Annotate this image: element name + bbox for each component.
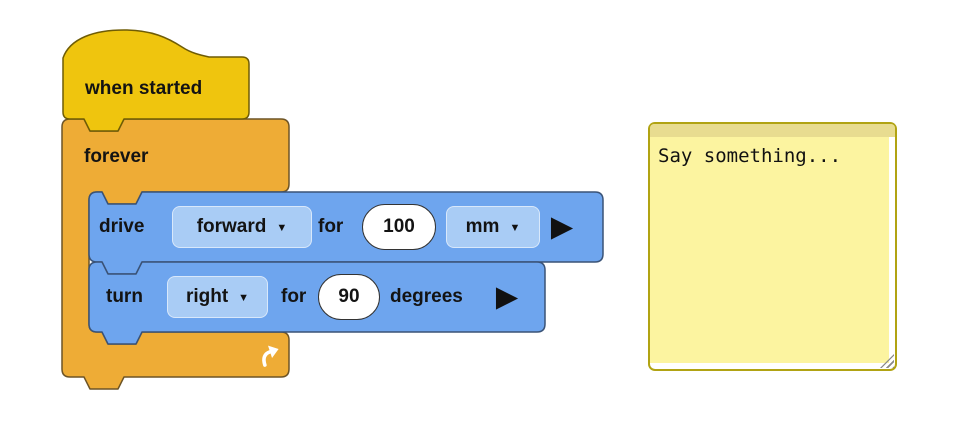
turn-direction-value: right	[185, 286, 229, 307]
turn-angle-input[interactable]: 90	[318, 274, 380, 320]
drive-for-label: for	[318, 216, 344, 237]
forever-label: forever	[84, 146, 149, 167]
turn-angle-value: 90	[338, 286, 360, 307]
drive-direction-value: forward	[196, 216, 267, 237]
comment-note[interactable]: Say something...	[648, 122, 897, 371]
drive-unit-dropdown[interactable]: mm ▼	[446, 206, 540, 248]
drive-expand-arrow-icon[interactable]: ▶	[550, 210, 574, 243]
drive-label: drive	[99, 216, 145, 237]
turn-for-label: for	[281, 286, 307, 307]
when-started-block[interactable]	[62, 29, 250, 132]
when-started-label: when started	[85, 78, 203, 99]
drive-distance-value: 100	[383, 216, 415, 237]
drive-distance-input[interactable]: 100	[362, 204, 436, 250]
note-text: Say something...	[658, 145, 842, 167]
drive-unit-value: mm	[465, 216, 500, 237]
chevron-down-icon: ▼	[509, 222, 521, 234]
turn-label: turn	[106, 286, 143, 307]
note-text-area[interactable]: Say something...	[650, 137, 889, 363]
chevron-down-icon: ▼	[276, 222, 288, 234]
turn-block[interactable]	[88, 261, 546, 345]
note-header[interactable]	[650, 124, 895, 137]
chevron-down-icon: ▼	[238, 292, 250, 304]
turn-direction-dropdown[interactable]: right ▼	[167, 276, 268, 318]
drive-direction-dropdown[interactable]: forward ▼	[172, 206, 312, 248]
turn-expand-arrow-icon[interactable]: ▶	[495, 280, 519, 313]
turn-degrees-label: degrees	[390, 286, 463, 307]
loop-arrow-icon	[262, 345, 279, 367]
